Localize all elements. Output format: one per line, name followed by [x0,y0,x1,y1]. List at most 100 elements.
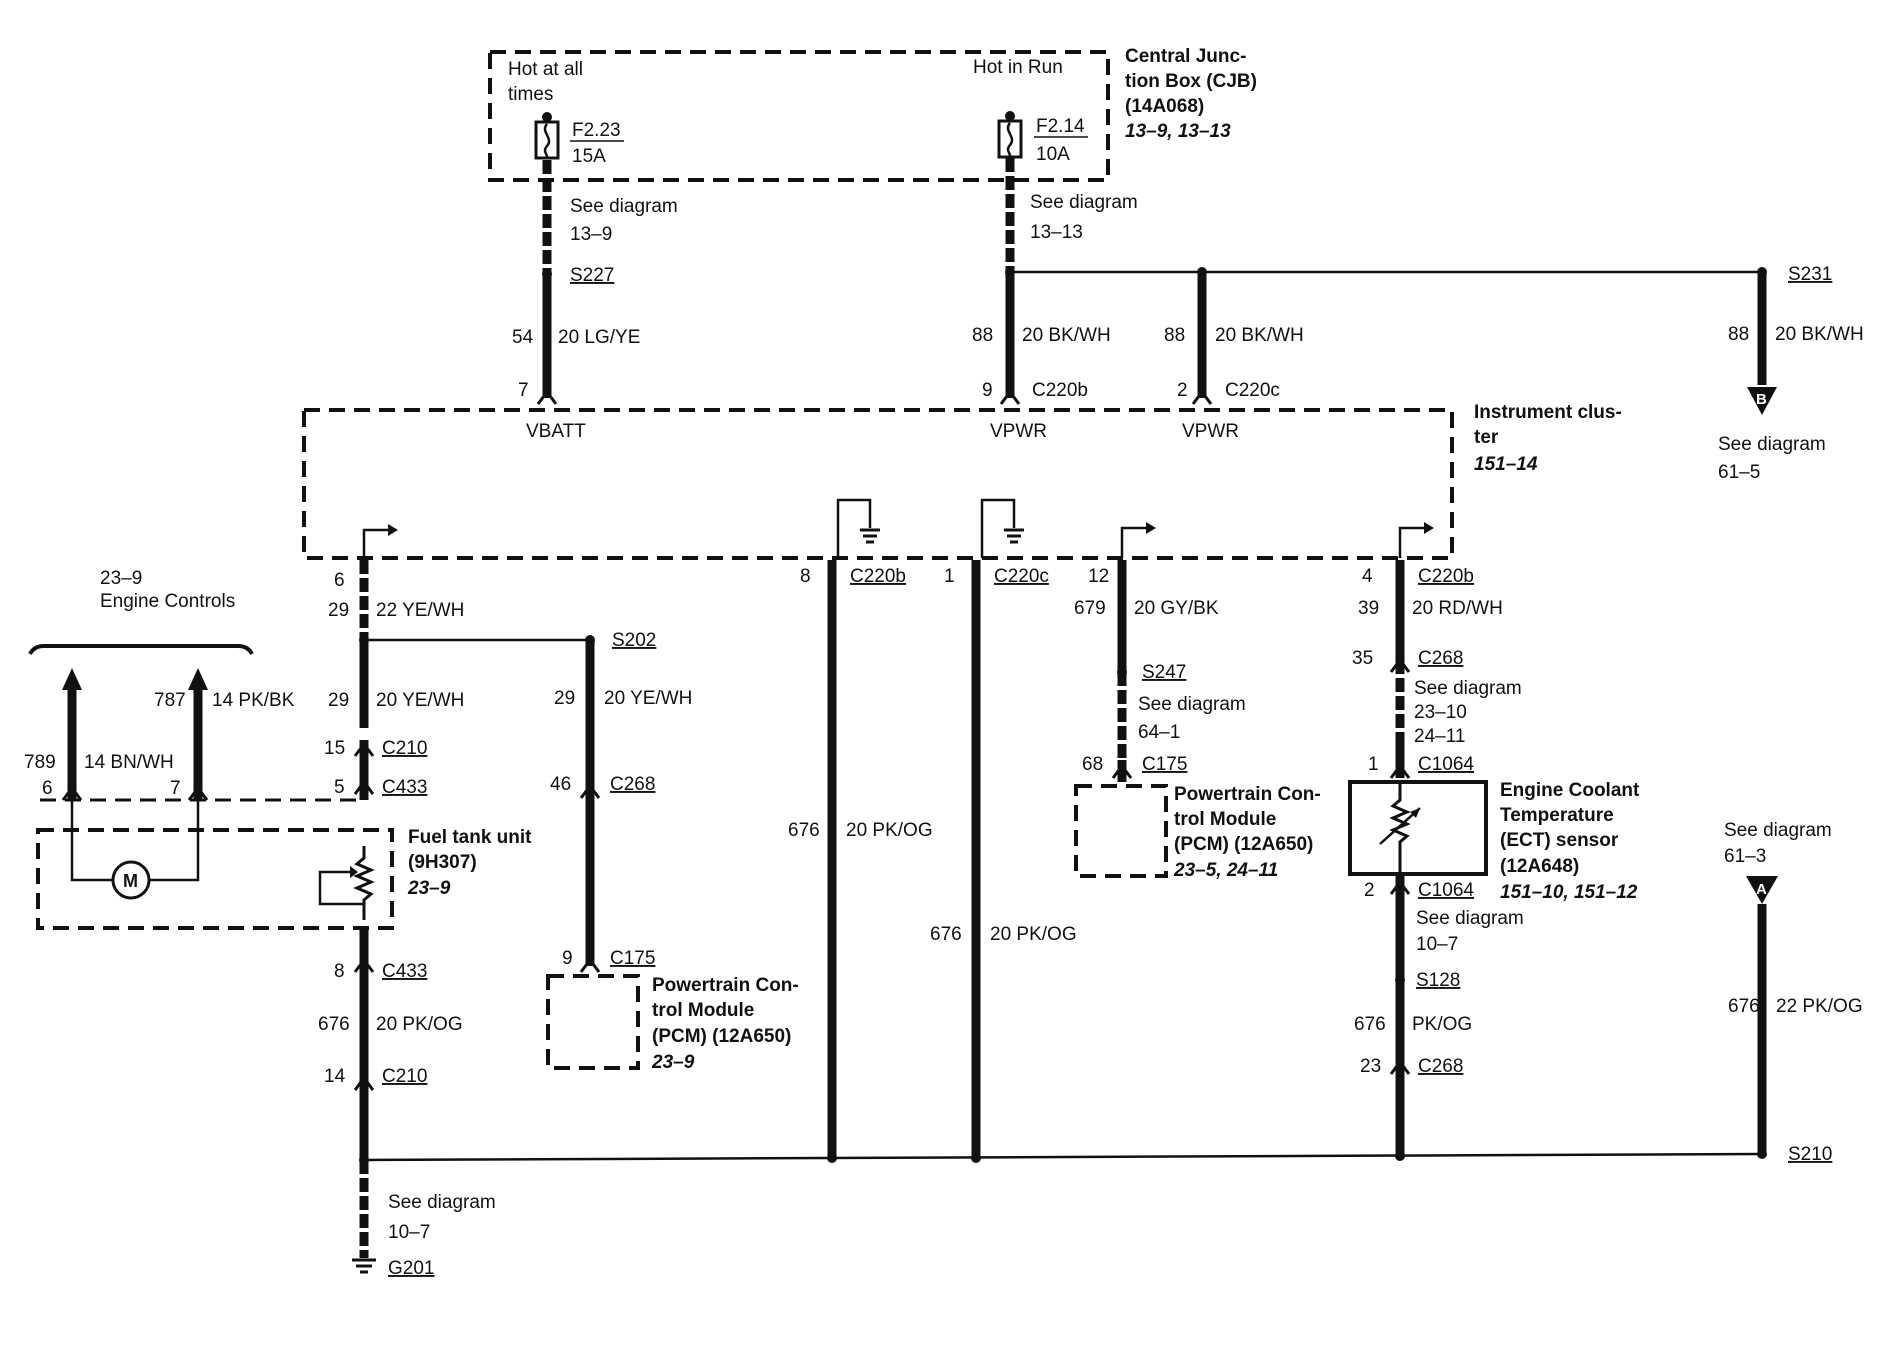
cjb-outline [488,50,1110,182]
pcm-right-ref: 23–5, 24–11 [1173,860,1278,881]
mid-gauge-b: 20 PK/OG [990,924,1077,945]
cluster-label-vpwr-2: VPWR [1182,421,1239,442]
ect-pin-top: 4 [1362,566,1373,587]
internal-signal-flag-icon [362,524,398,558]
pcm-left-conn-c175: C175 [610,948,655,969]
pcm-right-title-3: (PCM) (12A650) [1174,834,1313,855]
fuel-pin-c210: 15 [324,738,345,759]
cluster-pin-vpwr-2: 2 [1177,380,1188,401]
splice-s202: S202 [612,630,656,651]
ect-see-b-2: 10–7 [1416,934,1458,955]
wire-vbatt-see-2: 13–9 [570,224,612,245]
cjb-hot-all-label-2: times [508,84,553,105]
fuel-motor-wire [150,800,200,882]
cluster-pin-vpwr-1: 9 [982,380,993,401]
right-feed-circuit: 676 [1728,996,1760,1017]
pcm-left-outline [546,974,640,1070]
mid-conn-b: C220c [994,566,1049,587]
wire-787-pin: 7 [170,778,181,799]
engine-controls-ref: 23–9 [100,568,142,589]
right-feed-see-1: See diagram [1724,820,1832,841]
ect-title-2: Temperature [1500,805,1614,826]
ect-title-4: (12A648) [1500,856,1579,877]
fuel-tank-ref: 23–9 [407,878,451,899]
fuel-gauge-2: 20 YE/WH [376,690,464,711]
wire-787-circuit: 787 [154,690,186,711]
ect-see-a-2: 23–10 [1414,702,1467,723]
wire-s231-gauge: 20 BK/WH [1775,324,1864,345]
ect-conn-c268-b: C268 [1418,1056,1463,1077]
cluster-conn-vpwr-2: C220c [1225,380,1280,401]
arrow-up-icon [62,668,82,690]
fuse-a-icon [534,112,560,160]
fuel-pin-c433-b: 8 [334,961,345,982]
cjb-title-3: (14A068) [1125,96,1204,117]
pcm-left-pin-c175: 9 [562,948,573,969]
wire-vpwr-gauge: 20 BK/WH [1022,325,1111,346]
arrow-up-icon [188,668,208,690]
wire-s231-see-2: 61–5 [1718,462,1760,483]
connector-b-letter: B [1756,391,1767,408]
engine-controls-title: Engine Controls [100,591,235,612]
fuel-circuit-3: 676 [318,1014,350,1035]
ect-see-a-1: See diagram [1414,678,1522,699]
fuel-conn-c433: C433 [382,777,427,798]
wire-787-gauge: 14 PK/BK [212,690,295,711]
ground-g201: G201 [388,1258,434,1279]
ect-pin-c1064: 1 [1368,754,1379,775]
mid-circuit-b: 676 [930,924,962,945]
pcm-left-gauge: 20 YE/WH [604,688,692,709]
ect-conn-top: C220b [1418,566,1474,587]
ect-gauge-2: PK/OG [1412,1014,1472,1035]
pcm-left-title-3: (PCM) (12A650) [652,1026,791,1047]
connector-a-icon [1746,876,1778,904]
wire-vbatt-gauge: 20 LG/YE [558,327,640,348]
pcm-right-title-1: Powertrain Con- [1174,784,1321,805]
pcm-right-conn-c175: C175 [1142,754,1187,775]
splice-s231: S231 [1788,264,1832,285]
cjb-hot-run-label: Hot in Run [973,57,1063,78]
cjb-ref: 13–9, 13–13 [1125,121,1231,142]
pcm-right-gauge: 20 GY/BK [1134,598,1219,619]
fuel-pin-top: 6 [334,570,345,591]
thermistor-icon [1379,782,1421,874]
fuel-see-1: See diagram [388,1192,496,1213]
fuel-gauge-1: 22 YE/WH [376,600,464,621]
fuse-b-id: F2.14 [1036,116,1085,137]
ect-ref: 151–10, 151–12 [1500,882,1638,903]
pcm-left-conn-c268: C268 [610,774,655,795]
cluster-conn-vpwr-1: C220b [1032,380,1088,401]
pcm-left-ref: 23–9 [651,1052,695,1073]
ect-conn-c1064: C1064 [1418,754,1474,775]
connector-a-letter: A [1756,881,1767,898]
ect-sensor-box [1348,780,1488,876]
fuel-motor-wire [70,800,112,882]
cjb-title-2: tion Box (CJB) [1125,71,1257,92]
fuel-conn-c433-b: C433 [382,961,427,982]
splice-s247: S247 [1142,662,1186,683]
ect-conn-c1064-b: C1064 [1418,880,1474,901]
wire-vpwr2-gauge: 20 BK/WH [1215,325,1304,346]
right-feed-see-2: 61–3 [1724,846,1766,867]
mid-circuit-a: 676 [788,820,820,841]
connector-b-icon [1747,387,1777,415]
right-feed-gauge: 22 PK/OG [1776,996,1863,1017]
wire-s231-see-1: See diagram [1718,434,1826,455]
ect-pin-c268: 35 [1352,648,1373,669]
bus-s210 [363,1152,1763,1162]
ect-gauge-1: 20 RD/WH [1412,598,1503,619]
ect-title-1: Engine Coolant [1500,780,1640,801]
fuel-tank-title-2: (9H307) [408,852,477,873]
fuel-pin-c433: 5 [334,777,345,798]
pcm-right-circuit: 679 [1074,598,1106,619]
ect-title-3: (ECT) sensor [1500,830,1619,851]
wire-s231-circuit: 88 [1728,324,1749,345]
pcm-right-title-2: trol Module [1174,809,1276,830]
fuel-conn-c210-b: C210 [382,1066,427,1087]
ect-see-b-1: See diagram [1416,908,1524,929]
pcm-right-pin-c175: 68 [1082,754,1103,775]
cluster-label-vpwr-1: VPWR [990,421,1047,442]
fuel-gauge-3: 20 PK/OG [376,1014,463,1035]
cluster-ref: 151–14 [1474,454,1538,475]
